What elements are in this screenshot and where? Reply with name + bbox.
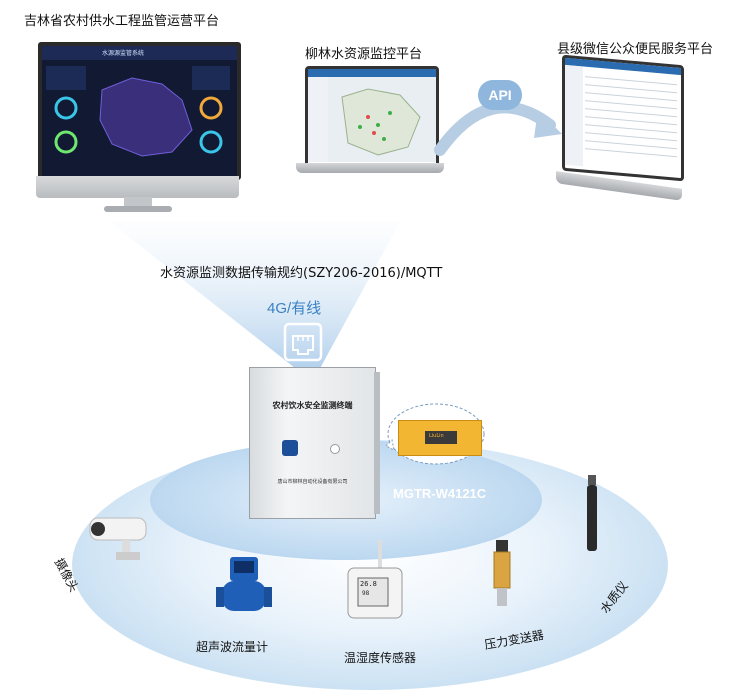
monitor-screen: 水源源监管系统 [38, 42, 241, 180]
thermo-display-temp: 26.8 [360, 580, 377, 588]
controller-module: LiuLin [398, 420, 482, 456]
terminal-logo-icon [282, 440, 298, 456]
table-graphic [565, 64, 677, 167]
pressure-transmitter-icon [493, 540, 511, 606]
dashboard-graphic [46, 66, 230, 157]
thermo-sensor-icon [347, 540, 403, 619]
terminal-footer: 唐山市柳林自动化设备有限公司 [277, 479, 348, 485]
protocol-label: 水资源监测数据传输规约(SZY206-2016)/MQTT [160, 266, 443, 281]
flowmeter-icon [216, 557, 272, 611]
province-platform-label: 吉林省农村供水工程监管运营平台 [24, 14, 220, 29]
water-quality-probe-icon [587, 475, 597, 551]
thermo-sensor-label: 温湿度传感器 [344, 651, 417, 665]
thermo-display-humidity: 98 [362, 590, 370, 597]
camera-icon [89, 517, 147, 560]
network-label: 4G/有线 [267, 300, 322, 317]
module-model-label: MGTR-W4121C [393, 486, 487, 501]
terminal-lock-icon [330, 444, 340, 454]
map-graphic [308, 77, 436, 162]
terminal-title: 农村饮水安全监测终端 [272, 401, 353, 410]
city-platform-label: 柳林水资源监控平台 [305, 47, 423, 62]
county-platform-label: 县级微信公众便民服务平台 [557, 42, 714, 57]
ethernet-port-icon [283, 322, 323, 362]
module-brand: LiuLin [429, 433, 444, 439]
cabinet-side [374, 372, 380, 514]
monitor-screen-title: 水源源监管系统 [102, 50, 145, 57]
flowmeter-label: 超声波流量计 [196, 640, 269, 654]
laptop-county-screen [562, 54, 684, 182]
monitoring-terminal-cabinet: 农村饮水安全监测终端 唐山市柳林自动化设备有限公司 [249, 367, 376, 519]
api-badge: API [478, 80, 522, 110]
laptop-city-screen [305, 66, 439, 167]
